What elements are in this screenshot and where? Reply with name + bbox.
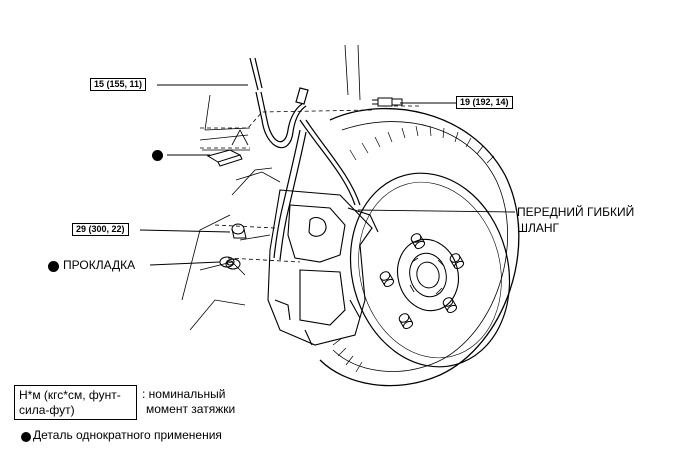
brake-disc [319,108,520,387]
union-bolt-right [372,97,403,107]
legend-unit-line2: сила-фут) [19,403,75,417]
brake-caliper [267,189,379,346]
front-flexible-hose [249,57,361,261]
wheel-hub [397,238,459,312]
hose-label-line2: ШЛАНГ [517,221,560,235]
legend-desc-line1: : номинальный [142,387,226,401]
hose-clip [206,149,243,167]
legend-unit-line1: Н*м (кгс*см, фунт- [19,388,121,402]
dashed-guides [200,105,420,263]
torque-callout-right: 19 (192, 14) [456,96,513,109]
legend-unit-box: Н*м (кгс*см, фунт- сила-фут) [14,385,137,420]
caliper-bolt [231,223,247,239]
torque-callout-caliper: 29 (300, 22) [72,223,129,236]
legend-single-use-text: Деталь однократного применения [33,428,222,442]
torque-callout-upper: 15 (155, 11) [90,78,147,91]
legend-single-use-dot [21,432,31,442]
leader-lines [139,84,516,266]
hose-label-line1: ПЕРЕДНИЙ ГИБКИЙ [517,205,635,219]
gasket-label: ПРОКЛАДКА [63,258,136,272]
single-use-marker-clip [152,150,163,161]
legend-desc-line2: момент затяжки [146,402,236,416]
strut-frame [181,44,361,331]
wheel-studs [379,233,465,330]
single-use-marker-gasket [48,261,59,272]
